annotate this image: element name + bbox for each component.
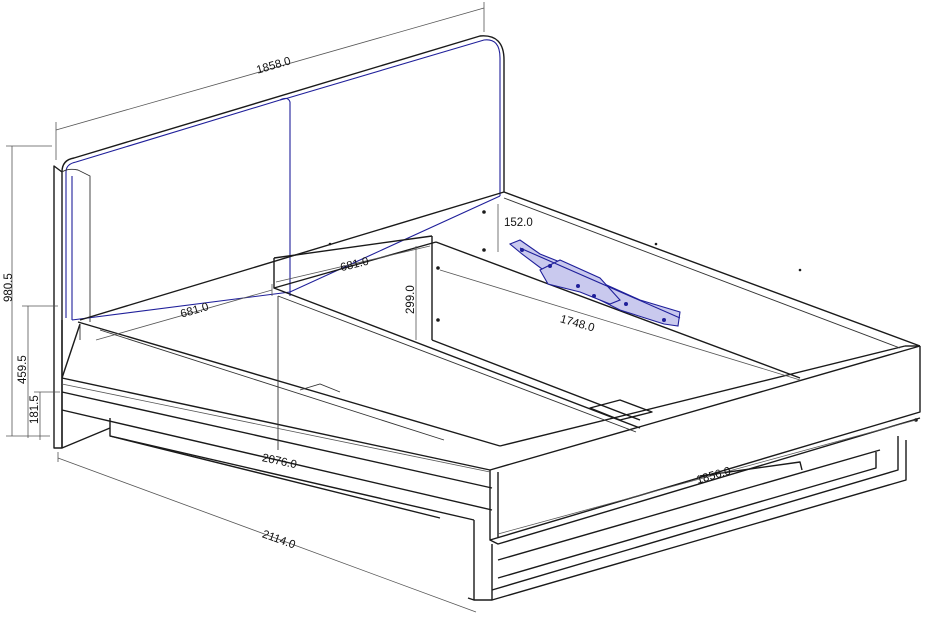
dim-fitting-height: 152.0 xyxy=(504,217,533,229)
dimension-lines xyxy=(6,2,917,613)
dim-total-length: 2114.0 xyxy=(260,529,296,552)
dim-inner-width-left: 681.0 xyxy=(179,301,210,320)
dim-total-height: 980.5 xyxy=(3,273,15,302)
dim-frame-height: 459.5 xyxy=(17,355,29,384)
dim-foot-width: 1856.0 xyxy=(695,465,732,486)
mounting-holes xyxy=(328,210,918,422)
bed-frame xyxy=(61,191,921,545)
dim-slat-support-height: 299.0 xyxy=(405,285,417,314)
base-legs xyxy=(61,418,907,601)
dim-inner-frame-length: 2076.0 xyxy=(261,452,298,471)
dim-headboard-width: 1858.0 xyxy=(255,55,292,76)
dim-inner-length: 1748.0 xyxy=(559,313,596,334)
headboard xyxy=(53,35,505,449)
center-beam xyxy=(79,235,801,450)
lift-mechanism xyxy=(508,239,681,327)
dim-inner-width-right: 681.0 xyxy=(339,256,370,275)
dim-leg-height: 181.5 xyxy=(29,395,41,424)
